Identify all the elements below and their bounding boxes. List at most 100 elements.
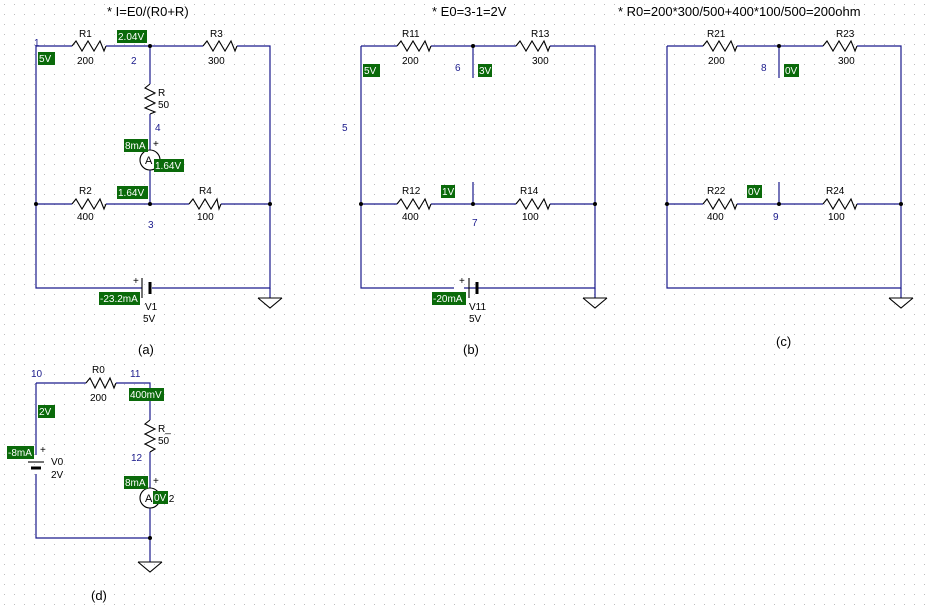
svg-text:200: 200 — [708, 56, 725, 67]
svg-text:R23: R23 — [836, 29, 855, 40]
resistor-r12 — [396, 197, 432, 211]
circuit-c: R21 200 R23 300 R22 400 R24 100 8 9 0V 0… — [665, 29, 914, 349]
svg-text:5V: 5V — [364, 66, 377, 77]
svg-text:R0: R0 — [92, 365, 105, 376]
svg-text:V11: V11 — [469, 302, 486, 313]
svg-text:2.04V: 2.04V — [118, 32, 144, 43]
resistor-r-d — [143, 419, 157, 453]
ground-b — [582, 297, 608, 309]
resistor-r0 — [85, 376, 117, 390]
ground-a — [257, 297, 283, 309]
resistor-r22 — [702, 197, 738, 211]
caption-d: (d) — [91, 588, 107, 603]
title-b: * E0=3-1=2V — [432, 4, 507, 19]
svg-text:+: + — [133, 276, 139, 287]
svg-text:400: 400 — [707, 212, 724, 223]
caption-a: (a) — [138, 342, 154, 357]
resistor-r3 — [202, 39, 238, 53]
svg-text:-20mA: -20mA — [433, 294, 463, 305]
svg-text:1: 1 — [34, 38, 40, 49]
svg-text:300: 300 — [532, 56, 549, 67]
svg-text:2V: 2V — [51, 470, 64, 481]
svg-text:12: 12 — [131, 453, 143, 464]
resistor-r13 — [515, 39, 551, 53]
resistor-r — [143, 83, 157, 115]
svg-text:V0: V0 — [51, 457, 64, 468]
svg-text:R14: R14 — [520, 186, 539, 197]
svg-text:R12: R12 — [402, 186, 421, 197]
svg-text:11: 11 — [130, 369, 141, 380]
svg-text:V1: V1 — [145, 302, 158, 313]
resistor-r11 — [396, 39, 432, 53]
caption-b: (b) — [463, 342, 479, 357]
resistor-r1 — [71, 39, 107, 53]
svg-text:1.64V: 1.64V — [155, 161, 181, 172]
svg-text:+: + — [153, 476, 159, 487]
svg-text:0V: 0V — [154, 493, 167, 504]
svg-text:A: A — [145, 155, 153, 167]
svg-text:50: 50 — [158, 436, 170, 447]
resistor-r24 — [822, 197, 858, 211]
svg-text:400: 400 — [77, 212, 94, 223]
svg-text:3V: 3V — [479, 66, 492, 77]
svg-text:R11: R11 — [402, 29, 420, 40]
svg-text:50: 50 — [158, 100, 170, 111]
svg-text:300: 300 — [838, 56, 855, 67]
svg-text:8mA: 8mA — [125, 478, 146, 489]
svg-text:8mA: 8mA — [125, 141, 146, 152]
svg-text:R4: R4 — [199, 186, 212, 197]
svg-text:2V: 2V — [39, 407, 52, 418]
svg-text:0V: 0V — [748, 187, 761, 198]
svg-text:200: 200 — [90, 393, 107, 404]
svg-text:R21: R21 — [707, 29, 726, 40]
resistor-r14 — [515, 197, 551, 211]
svg-text:200: 200 — [77, 56, 94, 67]
svg-text:5V: 5V — [143, 314, 156, 325]
svg-text:A: A — [145, 493, 153, 505]
circuit-d: + A + R0 200 R_ 50 V0 2V I2 10 11 12 400… — [7, 365, 175, 603]
svg-text:100: 100 — [828, 212, 845, 223]
svg-text:R2: R2 — [79, 186, 92, 197]
svg-text:5V: 5V — [469, 314, 482, 325]
svg-text:5: 5 — [342, 123, 348, 134]
svg-text:2: 2 — [131, 56, 137, 67]
svg-text:400mV: 400mV — [130, 390, 162, 401]
ground-d — [137, 561, 163, 573]
svg-text:400: 400 — [402, 212, 419, 223]
resistor-r4 — [188, 197, 222, 211]
svg-text:300: 300 — [208, 56, 225, 67]
svg-text:I2: I2 — [166, 494, 175, 505]
svg-text:1.64V: 1.64V — [118, 188, 144, 199]
svg-text:6: 6 — [455, 63, 461, 74]
caption-c: (c) — [776, 334, 791, 349]
svg-text:R_: R_ — [158, 424, 171, 435]
svg-text:100: 100 — [197, 212, 214, 223]
svg-text:R13: R13 — [531, 29, 550, 40]
resistor-r2 — [71, 197, 107, 211]
circuit-a: A + + R1 200 R3 300 R 50 R2 400 R4 100 V… — [34, 29, 283, 357]
svg-text:100: 100 — [522, 212, 539, 223]
svg-text:4: 4 — [155, 123, 161, 134]
svg-text:+: + — [459, 276, 465, 287]
svg-text:200: 200 — [402, 56, 419, 67]
svg-text:R3: R3 — [210, 29, 223, 40]
svg-text:9: 9 — [773, 212, 779, 223]
svg-text:+: + — [153, 139, 159, 150]
title-c: * R0=200*300/500+400*100/500=200ohm — [618, 4, 861, 19]
svg-text:R1: R1 — [79, 29, 92, 40]
svg-text:8: 8 — [761, 63, 767, 74]
title-a: * I=E0/(R0+R) — [107, 4, 189, 19]
svg-text:0V: 0V — [785, 66, 798, 77]
svg-text:3: 3 — [148, 220, 154, 231]
ground-c — [888, 297, 914, 309]
svg-text:-8mA: -8mA — [8, 448, 32, 459]
svg-text:10: 10 — [31, 369, 43, 380]
resistor-r21 — [702, 39, 738, 53]
svg-text:R: R — [158, 88, 165, 99]
resistor-r23 — [822, 39, 858, 53]
circuit-b: + R11 200 R13 300 R12 400 R14 100 V11 5V… — [342, 29, 608, 357]
svg-text:5V: 5V — [39, 54, 52, 65]
svg-text:1V: 1V — [442, 187, 455, 198]
